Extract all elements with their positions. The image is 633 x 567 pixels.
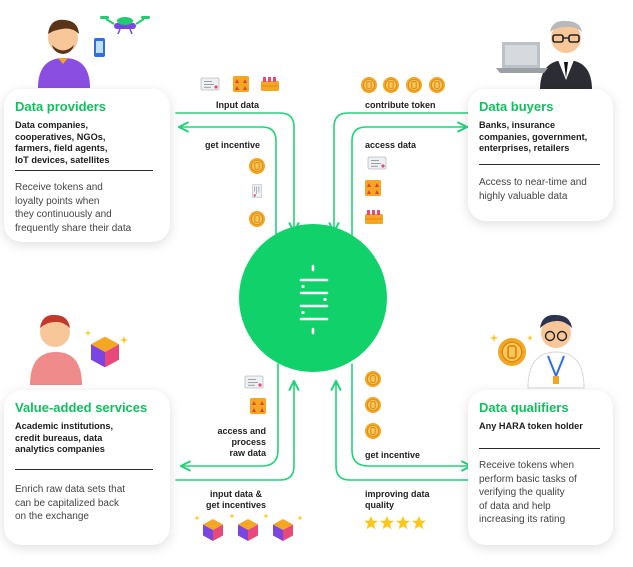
flow-arrow-access-raw-data (179, 363, 279, 472)
flow-arrow-input-incentives (175, 379, 300, 481)
coin-icon (364, 396, 382, 414)
rating-stars (364, 516, 426, 530)
document-icon (252, 183, 262, 199)
access-raw-data-icons (244, 375, 266, 414)
value-added-services-card: Value-added services Academic institutio… (4, 390, 170, 545)
laptop-icon (496, 42, 548, 73)
card-title: Value-added services (15, 400, 148, 415)
flow-arrow-input-data (175, 112, 300, 234)
coin-icon (364, 422, 382, 440)
coin-icon (248, 210, 266, 228)
qualifier-person-illustration (490, 314, 585, 389)
coin-icon (364, 370, 382, 388)
crate-icon (364, 209, 384, 225)
data-grid-icon (233, 76, 249, 92)
data-providers-card: Data providers Data companies, cooperati… (4, 89, 170, 242)
coin-icon (248, 157, 266, 175)
coin-icon (497, 337, 527, 367)
coin-icon (360, 76, 378, 94)
star-icon (412, 516, 426, 530)
flow-arrow-improving-quality (330, 379, 471, 481)
hub (239, 224, 387, 372)
flow-label-improving-quality: improving data quality (365, 489, 430, 510)
coin-icon (405, 76, 423, 94)
card-divider (479, 448, 600, 449)
card-subtitle: Academic institutions, credit bureaus, d… (15, 421, 114, 454)
cube-icon (91, 336, 119, 368)
input-incentives-cubes (194, 513, 303, 541)
cube-icon (203, 519, 223, 541)
flow-label-input-incentives: input data & get incentives (205, 489, 267, 510)
card-subtitle: Data companies, cooperatives, NGOs, farm… (15, 120, 110, 165)
input-data-icons (200, 76, 280, 92)
card-description: Access to near-time and highly valuable … (479, 177, 587, 202)
flow-label-access-raw-data: access and process raw data (217, 426, 266, 458)
flow-label-get-incentive-bottom: get incentive (365, 450, 421, 460)
card-description: Enrich raw data sets that can be capital… (15, 484, 126, 522)
card-divider (15, 170, 153, 171)
data-grid-icon (365, 180, 381, 196)
dna-exchange-icon (299, 264, 329, 335)
star-icon (380, 516, 394, 530)
card-description: Receive tokens when perform basic tasks … (479, 460, 577, 525)
card-divider (479, 164, 600, 165)
data-qualifiers-card: Data qualifiers Any HARA token holder Re… (468, 390, 613, 545)
card-subtitle: Any HARA token holder (479, 421, 583, 431)
buyer-person-illustration (496, 20, 592, 90)
flow-arrow-access-data (351, 121, 469, 237)
drone-icon (100, 16, 150, 35)
cube-icon (273, 519, 293, 541)
cube-icon (238, 519, 258, 541)
flow-arrow-get-incentive-bottom (351, 363, 473, 472)
flow-arrow-contribute-token (328, 112, 471, 234)
flow-arrow-get-incentive-top (177, 121, 277, 237)
value-added-person-illustration (30, 314, 128, 385)
flow-label-access-data: access data (365, 140, 417, 150)
card-title: Data buyers (479, 99, 554, 114)
data-buyers-card: Data buyers Banks, insurance companies, … (468, 89, 613, 221)
star-icon (364, 516, 378, 530)
get-incentive-bottom-icons (364, 370, 382, 440)
document-icon (200, 77, 220, 91)
star-icon (396, 516, 410, 530)
coin-icon (382, 76, 400, 94)
flow-label-contribute-token: contribute token (365, 100, 436, 110)
card-subtitle: Banks, insurance companies, government, … (479, 120, 588, 153)
access-data-icons (364, 156, 387, 225)
data-grid-icon (250, 398, 266, 414)
get-incentive-top-icons (248, 157, 266, 228)
flow-label-get-incentive-top: get incentive (205, 140, 261, 150)
document-icon (367, 156, 387, 170)
phone-icon (94, 38, 105, 57)
card-title: Data qualifiers (479, 400, 569, 415)
crate-icon (260, 76, 280, 92)
card-description: Receive tokens and loyalty points when t… (15, 182, 132, 234)
document-icon (244, 375, 264, 389)
card-title: Data providers (15, 99, 107, 114)
flow-label-input-data: Input data (216, 100, 259, 110)
contribute-token-icons (360, 76, 446, 94)
coin-icon (428, 76, 446, 94)
provider-person-illustration (38, 16, 150, 88)
card-divider (15, 469, 153, 470)
